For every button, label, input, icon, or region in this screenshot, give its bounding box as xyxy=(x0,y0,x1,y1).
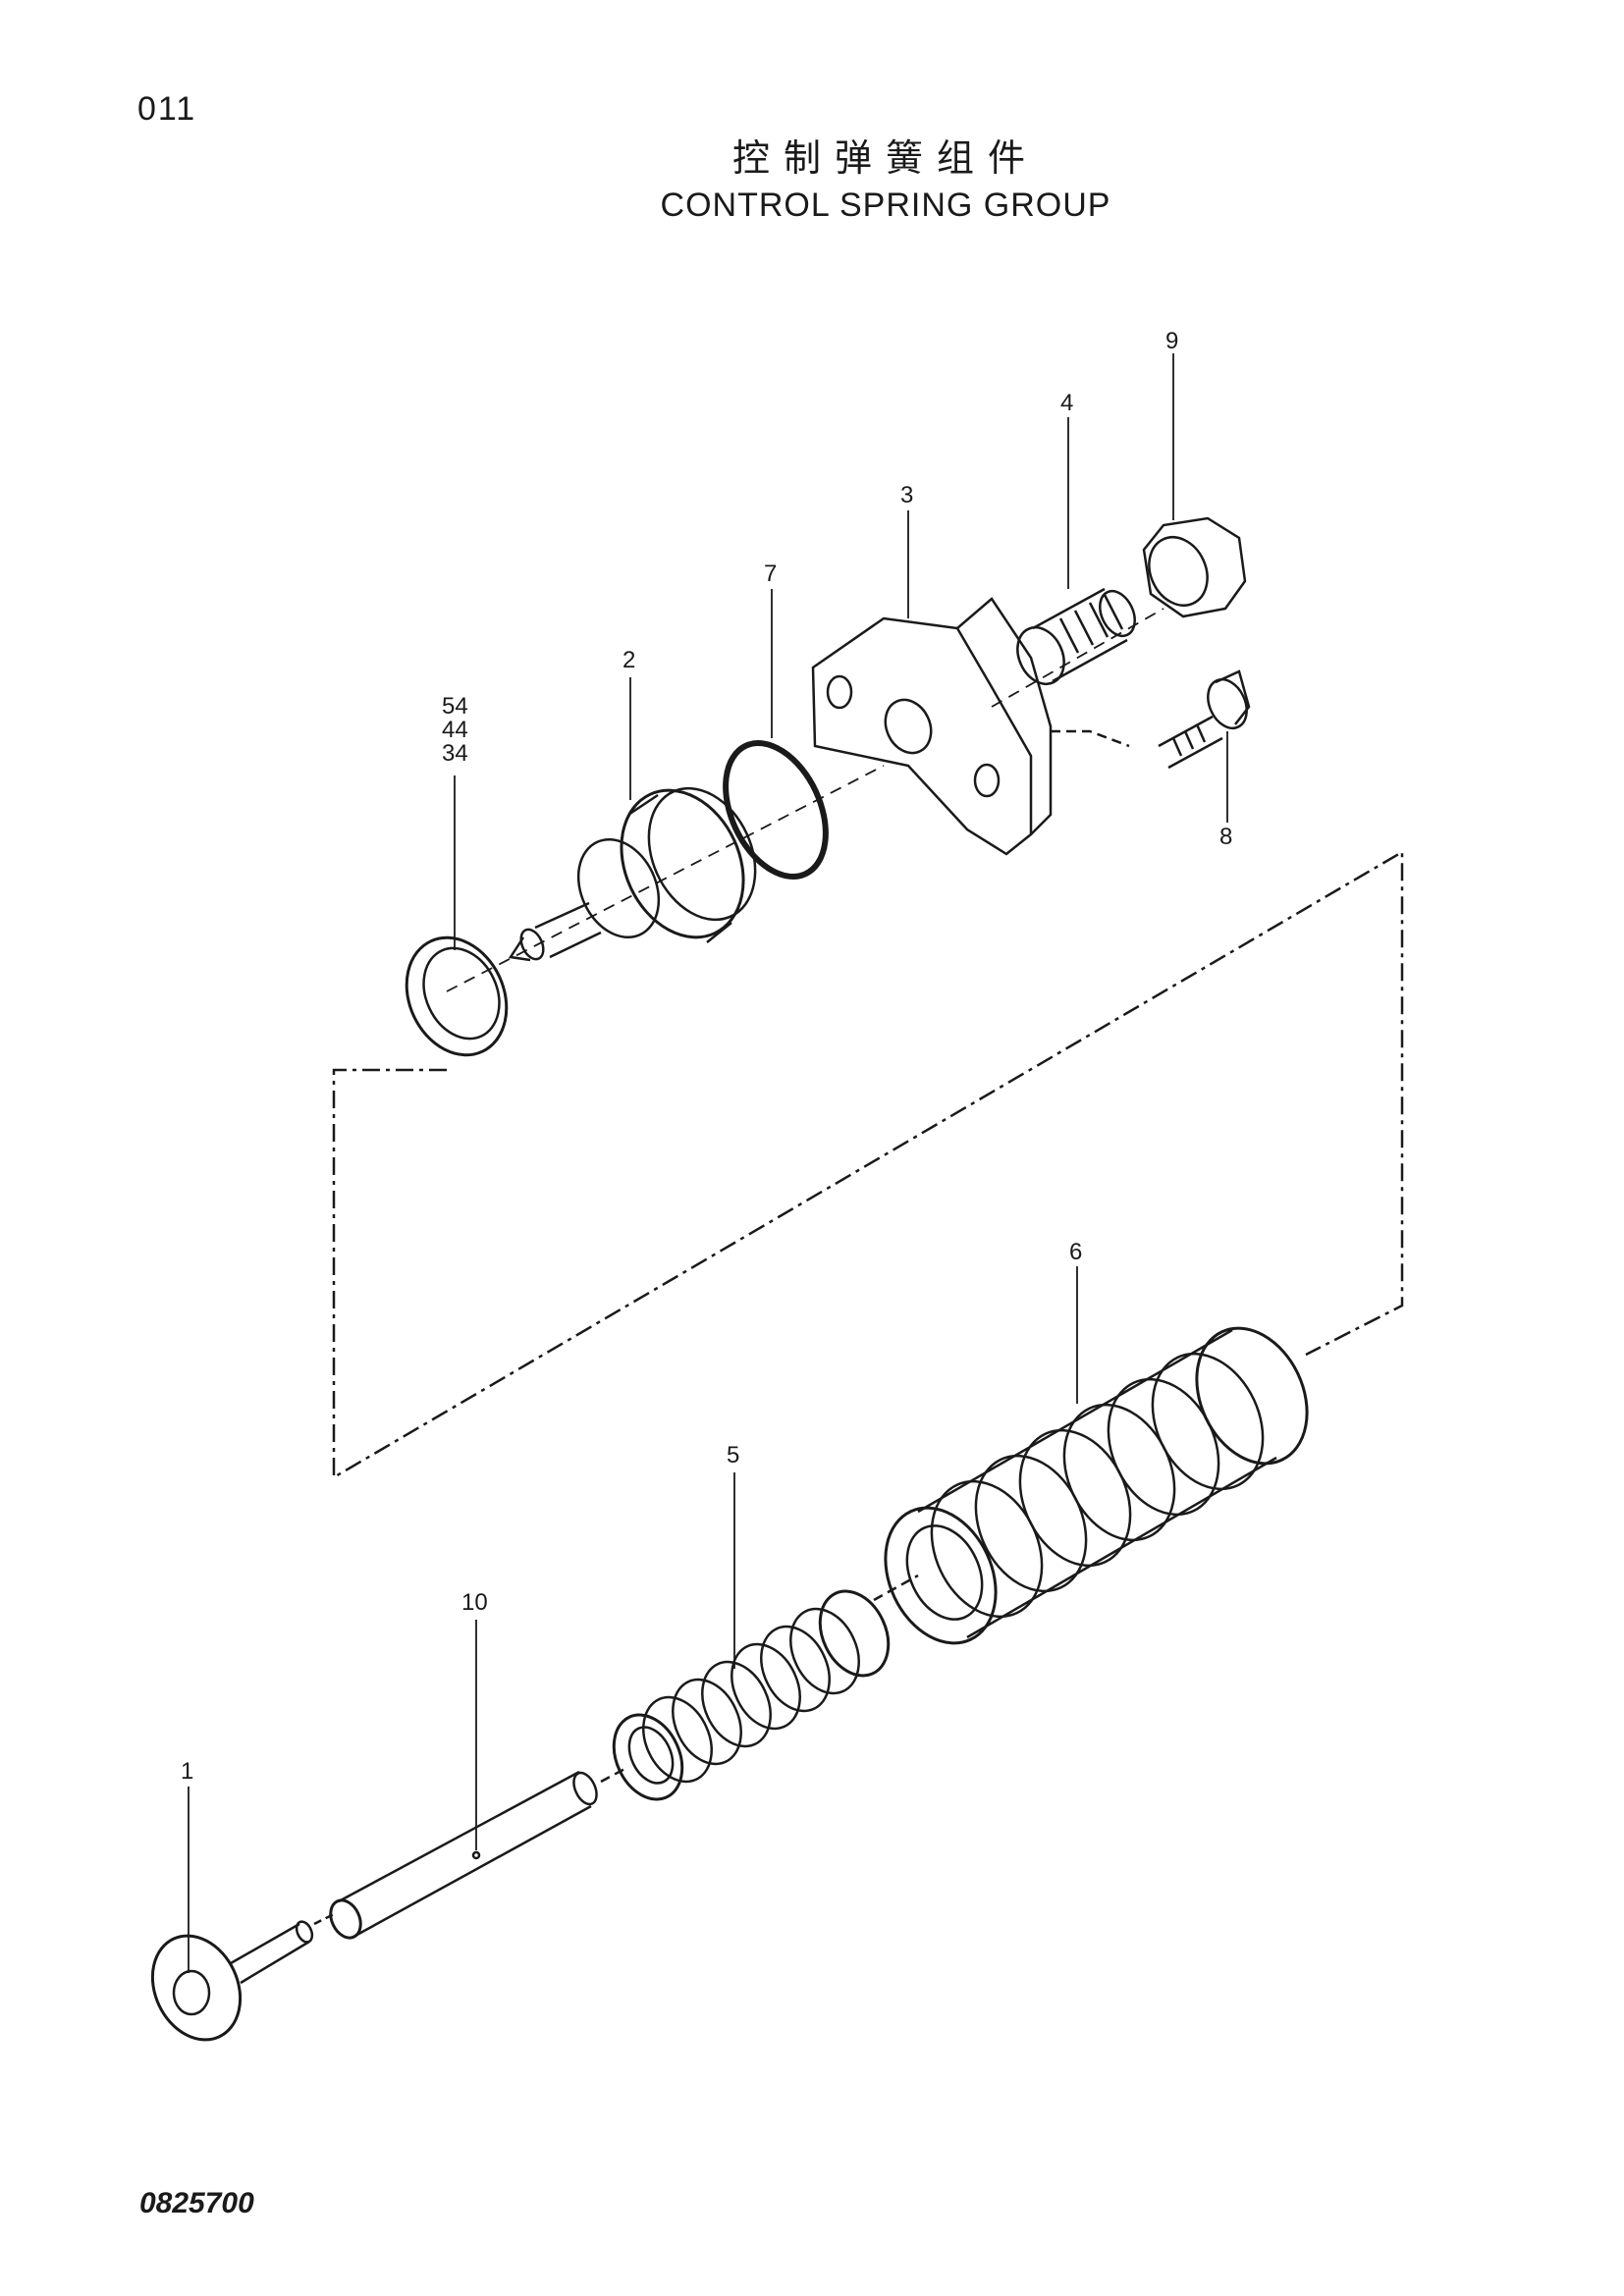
callout-6: 6 xyxy=(1069,1239,1082,1265)
callout-5: 5 xyxy=(727,1442,739,1468)
nut-part-9 xyxy=(1142,516,1247,618)
callout-54: 54 xyxy=(442,693,468,720)
group-outline xyxy=(332,849,1404,1480)
outer-spring-part-6 xyxy=(884,1326,1309,1645)
o-ring-part-7 xyxy=(723,740,829,880)
callout-7: 7 xyxy=(764,561,777,587)
callout-8: 8 xyxy=(1219,824,1232,850)
title-chinese: 控制弹簧组件 xyxy=(731,136,1039,180)
title-english: CONTROL SPRING GROUP xyxy=(660,187,1111,224)
callout-34: 34 xyxy=(442,740,468,767)
upper-centerline xyxy=(446,608,1164,992)
plunger-part-2 xyxy=(508,786,757,962)
callout-1: 1 xyxy=(181,1758,193,1785)
leader-lines xyxy=(188,353,1228,1973)
shim-washer-34-44-54 xyxy=(405,935,509,1057)
callout-44: 44 xyxy=(442,717,468,743)
callout-2: 2 xyxy=(623,647,635,673)
drawing-number: 0825700 xyxy=(139,2187,254,2219)
callout-3: 3 xyxy=(900,482,913,508)
callout-labels: 54 44 34 2 7 3 4 9 8 6 5 10 1 xyxy=(181,328,1232,1785)
flange-plate-part-3 xyxy=(811,597,1053,856)
callout-9: 9 xyxy=(1165,328,1178,354)
inner-spring-part-5 xyxy=(612,1574,919,1801)
adjusting-screw-part-4 xyxy=(1016,587,1136,685)
callout-10: 10 xyxy=(461,1589,488,1616)
callout-4: 4 xyxy=(1060,390,1073,416)
page-number: 011 xyxy=(137,90,197,128)
sleeve-part-10 xyxy=(329,1765,629,1940)
cap-screw-part-8 xyxy=(1051,669,1251,770)
spring-seat-part-1 xyxy=(150,1912,335,2042)
